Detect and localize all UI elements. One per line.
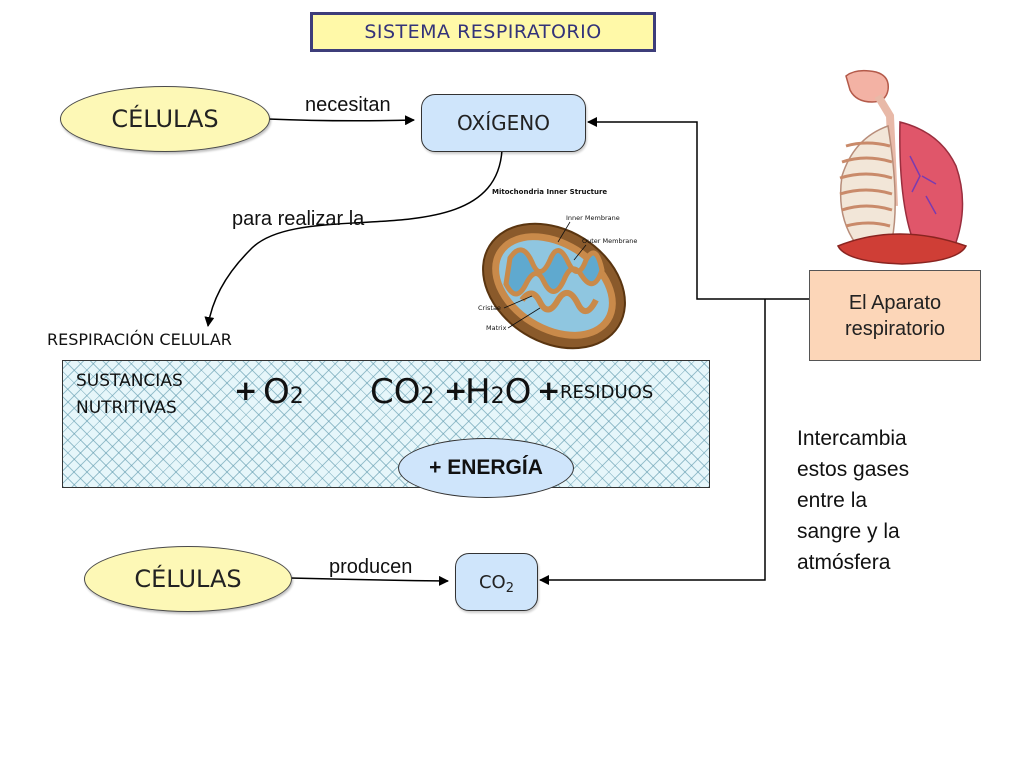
gas-exchange-line-4: sangre y la xyxy=(797,520,900,543)
gas-exchange-line-2: estos gases xyxy=(797,458,910,481)
mito-outer-label: Outer Membrane xyxy=(582,237,637,245)
arrow-cells-to-oxygen xyxy=(267,115,415,126)
gas-exchange-line-3: entre la xyxy=(797,489,868,512)
water-formula: H2O xyxy=(465,372,531,412)
mito-cristae-label: Cristae xyxy=(478,304,501,312)
respiratory-system-line2: respiratorio xyxy=(844,317,946,340)
water-formula-subscript: 2 xyxy=(490,384,505,409)
cellular-respiration-label: RESPIRACIÓN CELULAR xyxy=(47,330,232,349)
cells-node-bottom: CÉLULAS xyxy=(84,546,292,612)
respiratory-system-illustration xyxy=(836,69,968,265)
oxygen-formula-subscript: 2 xyxy=(289,384,304,409)
produce-label: producen xyxy=(329,556,413,578)
energy-label: + ENERGÍA xyxy=(429,456,543,479)
needs-label: necesitan xyxy=(305,94,391,116)
oxygen-label: OXÍGENO xyxy=(457,111,550,135)
oxygen-node: OXÍGENO xyxy=(421,94,586,152)
respiratory-system-line1: El Aparato xyxy=(848,291,942,314)
plus-sign-2: + xyxy=(444,374,468,407)
reactant-nutrients-line2: NUTRITIVAS xyxy=(76,398,177,418)
equation-panel xyxy=(62,360,710,488)
gas-exchange-line-5: atmósfera xyxy=(797,551,891,574)
plus-sign-3: + xyxy=(537,374,561,407)
oxygen-formula: O2 xyxy=(263,372,304,412)
co2-formula-subscript: 2 xyxy=(420,384,435,409)
cells-node-top: CÉLULAS xyxy=(60,86,270,152)
cells-label-bottom: CÉLULAS xyxy=(134,565,242,593)
oxygen-formula-main: O xyxy=(263,372,290,412)
arrow-cells-to-co2 xyxy=(289,575,449,586)
gas-exchange-line-1: Intercambia xyxy=(797,427,907,450)
water-formula-o: O xyxy=(504,372,532,412)
mito-matrix-label: Matrix xyxy=(486,324,507,332)
energy-node: + ENERGÍA xyxy=(398,438,574,498)
reactant-nutrients-line1: SUSTANCIAS xyxy=(76,371,183,391)
co2-formula-main: CO xyxy=(370,372,421,412)
water-formula-h: H xyxy=(465,372,491,412)
to-perform-label: para realizar la xyxy=(232,208,365,230)
plus-sign-1: + xyxy=(234,374,258,407)
co2-node-subscript: 2 xyxy=(505,580,515,596)
co2-node-main: CO xyxy=(478,571,506,593)
respiratory-system-node: El Aparato respiratorio xyxy=(809,270,981,361)
arrow-system-to-co2 xyxy=(539,299,766,585)
residues-label: RESIDUOS xyxy=(560,382,654,403)
arrow-oxygen-to-respiration xyxy=(204,149,503,327)
cells-label-top: CÉLULAS xyxy=(111,105,219,133)
diagram-title: SISTEMA RESPIRATORIO xyxy=(310,12,656,52)
mito-inner-label: Inner Membrane xyxy=(566,214,620,222)
mito-title: Mitochondria Inner Structure xyxy=(492,188,607,196)
co2-formula: CO2 xyxy=(370,372,435,412)
mitochondria-illustration: Mitochondria Inner Structure Inner Membr… xyxy=(478,188,637,350)
arrow-system-to-oxygen xyxy=(587,117,809,300)
gas-exchange-text: Intercambia estos gases entre la sangre … xyxy=(797,423,909,578)
